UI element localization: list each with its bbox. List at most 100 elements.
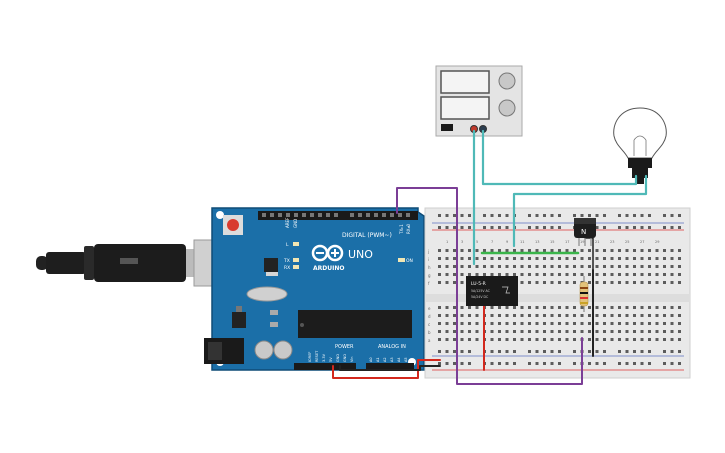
breadboard-hole	[528, 338, 531, 341]
breadboard-hole	[453, 273, 456, 276]
breadboard-hole	[603, 350, 606, 353]
svg-text:A0: A0	[369, 357, 373, 362]
breadboard-hole	[603, 249, 606, 252]
breadboard-hole	[580, 306, 584, 309]
breadboard-hole	[520, 257, 524, 260]
breadboard-hole	[445, 322, 449, 325]
breadboard-hole	[648, 273, 651, 276]
breadboard-hole	[580, 273, 584, 276]
breadboard-hole	[453, 214, 456, 217]
breadboard-hole	[550, 362, 554, 365]
breadboard-hole	[610, 281, 614, 284]
breadboard-hole	[588, 281, 591, 284]
breadboard-hole	[565, 273, 569, 276]
breadboard-hole	[453, 257, 456, 260]
breadboard-hole	[543, 338, 546, 341]
breadboard-hole	[438, 330, 441, 333]
breadboard-hole	[505, 265, 509, 268]
breadboard-hole	[445, 273, 449, 276]
gnd-label: GND	[293, 219, 298, 228]
breadboard-hole	[678, 273, 681, 276]
breadboard-hole	[558, 273, 561, 276]
breadboard-hole	[475, 273, 479, 276]
breadboard-hole	[550, 257, 554, 260]
breadboard-hole	[588, 314, 591, 317]
breadboard-hole	[438, 314, 441, 317]
svg-text:d: d	[428, 314, 431, 319]
breadboard-hole	[610, 338, 614, 341]
breadboard-hole	[625, 226, 629, 229]
breadboard-hole	[588, 322, 591, 325]
breadboard-hole	[520, 322, 524, 325]
breadboard-hole	[663, 306, 666, 309]
breadboard-hole	[648, 350, 651, 353]
breadboard-hole	[670, 322, 674, 325]
breadboard-hole	[498, 306, 501, 309]
breadboard-hole	[483, 273, 486, 276]
breadboard-hole	[633, 273, 636, 276]
breadboard-hole	[528, 249, 531, 252]
breadboard-hole	[438, 322, 441, 325]
svg-text:Vin: Vin	[350, 356, 354, 362]
svg-text:h: h	[428, 265, 431, 270]
tx-led-label: TX	[283, 258, 290, 264]
breadboard-hole	[573, 281, 576, 284]
breadboard-hole	[445, 362, 449, 365]
breadboard-hole	[603, 338, 606, 341]
breadboard-hole	[648, 214, 651, 217]
breadboard-hole	[438, 273, 441, 276]
svg-text:3.3V: 3.3V	[322, 353, 326, 362]
breadboard-hole	[648, 281, 651, 284]
breadboard-hole	[663, 265, 666, 268]
breadboard-hole	[640, 265, 644, 268]
breadboard-hole	[648, 265, 651, 268]
breadboard-hole	[535, 322, 539, 325]
breadboard-hole	[498, 362, 501, 365]
breadboard-hole	[573, 322, 576, 325]
breadboard-hole	[633, 322, 636, 325]
breadboard-hole	[670, 273, 674, 276]
breadboard-hole	[573, 330, 576, 333]
breadboard-hole	[438, 214, 441, 217]
rx-pin-label: RX◂0	[406, 223, 411, 234]
breadboard-hole	[655, 265, 659, 268]
digital-header-label: DIGITAL (PWM~)	[342, 232, 392, 239]
breadboard-hole	[490, 362, 494, 365]
breadboard-hole	[468, 350, 471, 353]
breadboard-hole	[445, 265, 449, 268]
breadboard-hole	[640, 322, 644, 325]
reset-button[interactable]	[227, 219, 239, 231]
breadboard-hole	[453, 338, 456, 341]
breadboard-hole	[603, 273, 606, 276]
svg-text:5: 5	[476, 240, 478, 244]
breadboard-hole	[468, 249, 471, 252]
breadboard-hole	[468, 338, 471, 341]
breadboard-hole	[445, 249, 449, 252]
wires	[332, 129, 648, 385]
breadboard-hole	[663, 314, 666, 317]
breadboard-hole	[603, 226, 606, 229]
breadboard-hole	[655, 257, 659, 260]
breadboard-hole	[588, 265, 591, 268]
svg-text:a: a	[428, 338, 431, 343]
breadboard-hole	[640, 350, 644, 353]
breadboard-hole	[528, 350, 531, 353]
breadboard-hole	[460, 273, 464, 276]
svg-text:A3: A3	[390, 357, 394, 362]
breadboard-hole	[565, 314, 569, 317]
breadboard-hole	[438, 350, 441, 353]
breadboard-hole	[595, 306, 599, 309]
breadboard-hole	[528, 226, 531, 229]
breadboard-hole	[468, 214, 471, 217]
breadboard-hole	[535, 249, 539, 252]
breadboard-hole	[565, 330, 569, 333]
breadboard-hole	[655, 273, 659, 276]
breadboard-hole	[678, 257, 681, 260]
breadboard-hole	[520, 265, 524, 268]
wire-black-gnd	[339, 365, 441, 371]
tx-pin-label: TX▹1	[399, 224, 404, 235]
breadboard-hole	[588, 350, 591, 353]
breadboard-hole	[595, 362, 599, 365]
breadboard-hole	[610, 273, 614, 276]
breadboard-hole	[573, 265, 576, 268]
